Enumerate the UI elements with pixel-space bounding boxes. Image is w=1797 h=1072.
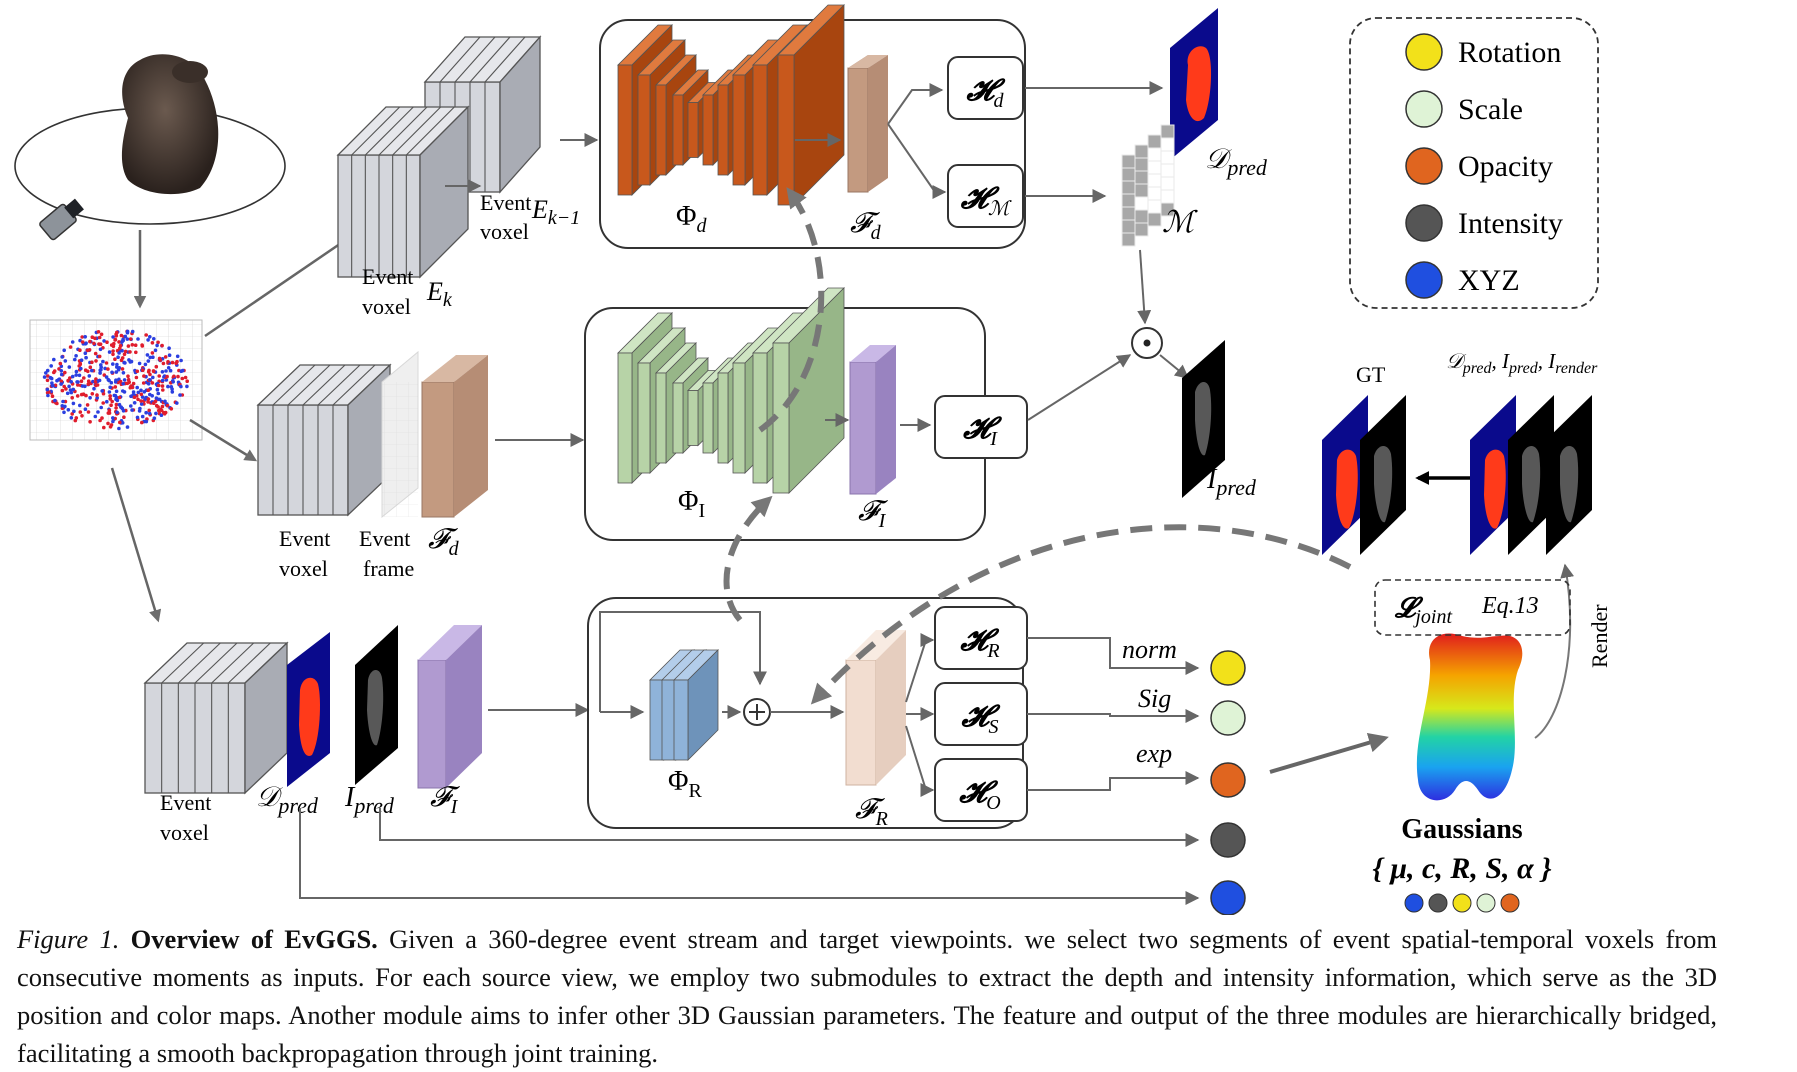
camera-icon: [39, 198, 84, 241]
pred-render-stack: [1470, 395, 1592, 555]
head-h-i: [934, 395, 1028, 459]
intensity-module: ΦI 𝓕I 𝓗I: [584, 287, 1028, 541]
e-k1-label: Ek−1: [531, 195, 580, 229]
event-voxel-r3-label-b: voxel: [160, 820, 209, 845]
exp-label: exp: [1136, 739, 1172, 768]
head-h-m: [947, 164, 1024, 228]
f-i-label-r3: 𝓕I: [430, 782, 460, 818]
figure-caption: Figure 1. Overview of EvGGS. Given a 360…: [17, 920, 1717, 1072]
d-pred-label-top: 𝒟pred: [1205, 144, 1268, 180]
event-voxel-r2-label-a: Event: [279, 526, 330, 551]
caption-title: Overview of EvGGS.: [130, 924, 378, 954]
intensity-pred-input: [355, 625, 398, 785]
gaussian-param-dots: [1404, 893, 1520, 913]
legend-label-xyz: XYZ: [1458, 264, 1520, 297]
legend-label-scale: Scale: [1458, 93, 1523, 126]
row3-inputs: [287, 625, 482, 789]
mask-m: [1121, 124, 1175, 247]
legend-swatch-scale: [1405, 90, 1443, 128]
rotation-circle: [1210, 650, 1246, 686]
feature-map-i: [849, 345, 896, 495]
caption-text: Given a 360-degree event stream and targ…: [17, 924, 1717, 1068]
row2-inputs: [381, 350, 488, 519]
legend-swatch-xyz: [1405, 261, 1443, 299]
legend-swatch-rotation: [1405, 33, 1443, 71]
legend-label-intensity: Intensity: [1458, 207, 1563, 240]
svg-text:𝓗R: 𝓗R: [959, 624, 999, 662]
m-label: ℳ: [1162, 206, 1198, 239]
phi-d-label: Φd: [676, 201, 707, 237]
legend-swatch-intensity: [1405, 204, 1443, 242]
event-voxel-r2-label-b: voxel: [279, 556, 328, 581]
event-frame: [381, 350, 419, 519]
f-d-label: 𝓕d: [850, 208, 882, 244]
feature-map-i-input: [417, 625, 482, 789]
event-voxel-row3: [143, 641, 289, 795]
gaussians-title: Gaussians: [1401, 814, 1522, 845]
f-d-label-row2: 𝓕d: [428, 524, 460, 560]
event-voxel-r3-label-a: Event: [160, 790, 211, 815]
depth-pred-map: [1170, 8, 1218, 160]
legend-label-rotation: Rotation: [1458, 36, 1561, 69]
norm-label: norm: [1122, 635, 1177, 664]
event-voxel-k-label-b: voxel: [362, 294, 411, 319]
gaussian-blob: [1416, 633, 1523, 801]
event-voxel-k: [336, 105, 470, 279]
xyz-circle: [1210, 880, 1246, 915]
head-h-d: [947, 56, 1024, 120]
legend-swatch-opacity: [1405, 147, 1443, 185]
i-pred-label-r3: Ipred: [344, 782, 395, 818]
e-k-label: Ek: [426, 277, 453, 311]
gt-stack: [1322, 395, 1406, 555]
evggs-overview-diagram: Event voxel Ek−1 Event voxel Ek Φd 𝓕d 𝓗d…: [14, 4, 1612, 915]
pred-render-labels: 𝒟pred, Ipred, Irender: [1446, 349, 1598, 377]
event-voxel-k1-label-a: Event: [480, 190, 531, 215]
feature-map-d-copy: [421, 355, 488, 518]
gaussian-params: { μ, c, R, S, α }: [1372, 852, 1552, 885]
i-pred-label: Ipred: [1206, 464, 1257, 500]
f-r-label: 𝓕R: [855, 794, 888, 830]
event-frame-label-b: frame: [363, 556, 414, 581]
event-frame-label-a: Event: [359, 526, 410, 551]
gt-label: GT: [1356, 362, 1386, 387]
intensity-circle: [1210, 822, 1246, 858]
dashed-bridge-loss-to-r: [810, 524, 1352, 705]
loss-label: 𝓛joint: [1394, 593, 1452, 628]
feature-map-d: [847, 55, 888, 193]
phi-i-label: ΦI: [678, 486, 705, 522]
intensity-pred-map: [1182, 340, 1225, 498]
caption-label: Figure 1.: [17, 924, 120, 954]
event-voxel-k1-label-b: voxel: [480, 219, 529, 244]
scene-illustration: [14, 54, 286, 309]
event-point-cloud: [29, 319, 203, 441]
scale-circle: [1210, 700, 1246, 736]
loss-eq: Eq.13: [1481, 593, 1539, 619]
render-label: Render: [1587, 604, 1612, 668]
event-voxel-k-label-a: Event: [362, 264, 413, 289]
rotation-module: ΦR 𝓕R 𝓗R 𝓗S 𝓗O: [587, 597, 1028, 830]
f-i-label: 𝓕I: [858, 496, 888, 532]
opacity-circle: [1210, 762, 1246, 798]
d-pred-label-r3: 𝒟pred: [256, 782, 319, 818]
depth-module: Φd 𝓕d 𝓗d 𝓗ℳ: [599, 4, 1026, 249]
phi-r-label: ΦR: [668, 766, 702, 802]
depth-pred-input: [287, 632, 330, 787]
feature-map-r: [845, 630, 906, 786]
dashed-bridge-r-to-i: [723, 495, 773, 622]
sig-label: Sig: [1138, 684, 1171, 713]
event-voxel-row2: [256, 363, 392, 517]
legend-label-opacity: Opacity: [1458, 150, 1553, 183]
